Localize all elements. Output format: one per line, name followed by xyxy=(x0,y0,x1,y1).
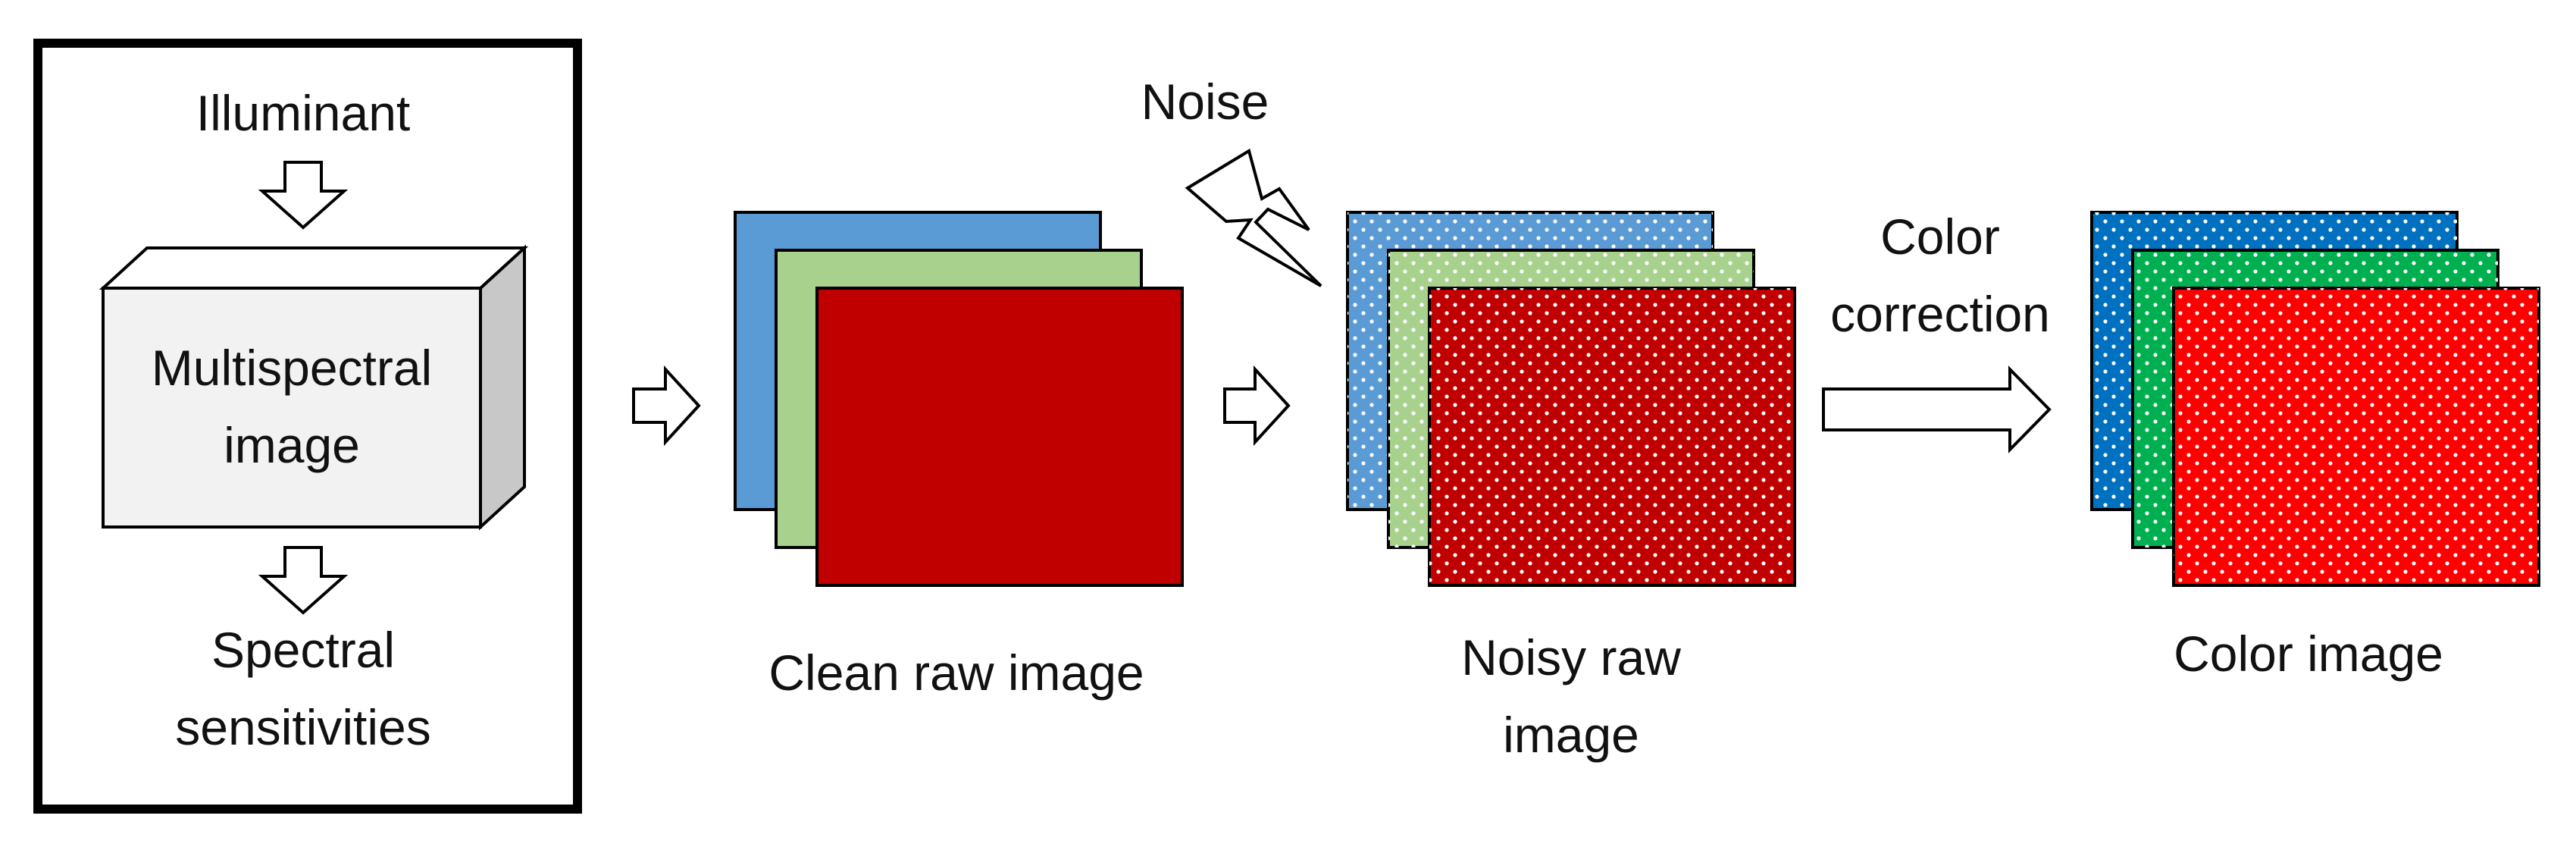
noisy-raw-image-stack xyxy=(1346,211,1796,587)
color-red-noise xyxy=(2174,288,2539,585)
cube-side-face xyxy=(479,244,526,531)
clean-red-channel xyxy=(815,287,1184,587)
clean-raw-label: Clean raw image xyxy=(768,645,1144,701)
to-noisy-raw-arrow-icon xyxy=(1223,365,1291,447)
noise-label: Noise xyxy=(1141,74,1269,130)
clean-raw-image-stack xyxy=(734,211,1184,587)
spectral-label-line2: sensitivities xyxy=(175,699,430,755)
illuminant-label: Illuminant xyxy=(196,85,410,141)
cube-front-face xyxy=(102,287,482,529)
noise-lightning-icon xyxy=(1185,148,1322,287)
color-image-stack xyxy=(2090,211,2540,587)
noisy-raw-label-line1: Noisy raw xyxy=(1461,629,1681,685)
multispectral-panel-frame xyxy=(33,39,582,814)
color-correction-label-line1: Color xyxy=(1880,209,2000,265)
noisy-red-noise xyxy=(1429,288,1795,585)
spectral-label-line1: Spectral xyxy=(211,622,395,678)
cube-top-face xyxy=(99,246,529,290)
color-image-label: Color image xyxy=(2174,626,2443,682)
multispectral-cube xyxy=(99,244,529,531)
color-correction-arrow-icon xyxy=(1822,365,2052,453)
color-correction-label-line2: correction xyxy=(1830,286,2050,342)
multispectral-label-line2: image xyxy=(224,417,360,473)
sensitivities-down-arrow-icon xyxy=(258,546,349,615)
noisy-raw-label-line2: image xyxy=(1503,707,1639,763)
to-clean-raw-arrow-icon xyxy=(632,365,701,447)
multispectral-label-line1: Multispectral xyxy=(152,340,432,396)
illuminant-down-arrow-icon xyxy=(258,161,349,230)
